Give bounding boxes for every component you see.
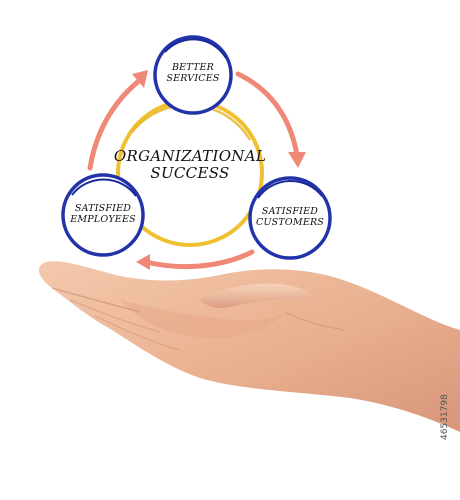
arrowhead-employees [136, 254, 150, 270]
arrowhead-services [132, 70, 148, 88]
arrowhead-customers [288, 152, 306, 168]
arrow-employees-to-services [87, 77, 143, 171]
node-label-satisfied-customers: SATISFIED CUSTOMERS [255, 206, 325, 228]
stock-photo-id: 46531798 [440, 394, 450, 440]
arrow-heads [132, 70, 306, 270]
node-label-satisfied-employees: SATISFIED EMPLOYEES [70, 203, 136, 225]
hand-illustration [38, 261, 460, 432]
arrow-services-to-customers [235, 71, 300, 158]
cycle-arrows [87, 71, 300, 270]
node-ring-satisfied-customers [248, 176, 332, 260]
node-label-better-services: BETTER SERVICES [166, 62, 220, 84]
arrow-customers-to-employees [143, 249, 255, 270]
node-ring-better-services [153, 35, 233, 115]
node-ring-satisfied-employees [61, 173, 145, 257]
center-label: ORGANIZATIONAL SUCCESS [113, 147, 267, 183]
